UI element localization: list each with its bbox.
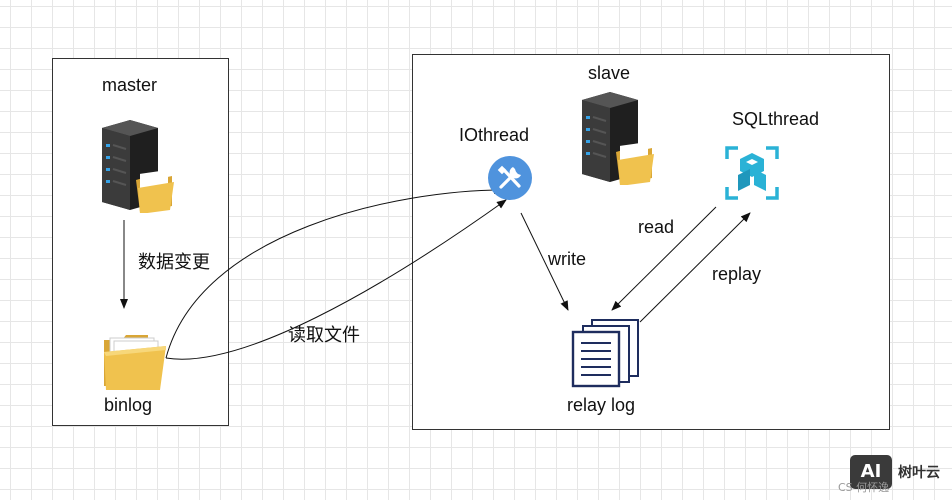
master-server-icon: [96, 118, 176, 218]
watermark-brand: 树叶云: [898, 465, 940, 481]
replay-label: replay: [712, 264, 762, 284]
watermark-logo: AI: [850, 455, 892, 489]
read-file-lower-arc: [165, 199, 507, 360]
binlog-folder-icon: [100, 332, 170, 397]
read-label: read: [638, 217, 675, 237]
write-arrow: [520, 212, 569, 311]
read-file-label: 读取文件: [288, 325, 360, 345]
slave-server-icon: [576, 90, 656, 190]
sql-thread-cube-icon: [724, 145, 780, 206]
data-change-label: 数据变更: [138, 252, 210, 272]
watermark-sub: CS 何怀逸: [838, 481, 890, 494]
write-label: write: [548, 249, 587, 269]
slave-box: [412, 54, 890, 430]
replay-arrow: [639, 212, 751, 323]
io-thread-label: IOthread: [459, 125, 530, 145]
slave-title: slave: [588, 63, 631, 83]
read-file-upper-arc: [165, 186, 504, 359]
sql-thread-label: SQLthread: [732, 109, 820, 129]
relay-log-label: relay log: [567, 395, 636, 415]
io-thread-tools-icon: [487, 155, 533, 206]
master-title: master: [102, 75, 158, 95]
binlog-label: binlog: [104, 395, 153, 415]
relay-log-document-stack-icon: [570, 318, 642, 393]
read-arrow: [611, 206, 717, 311]
